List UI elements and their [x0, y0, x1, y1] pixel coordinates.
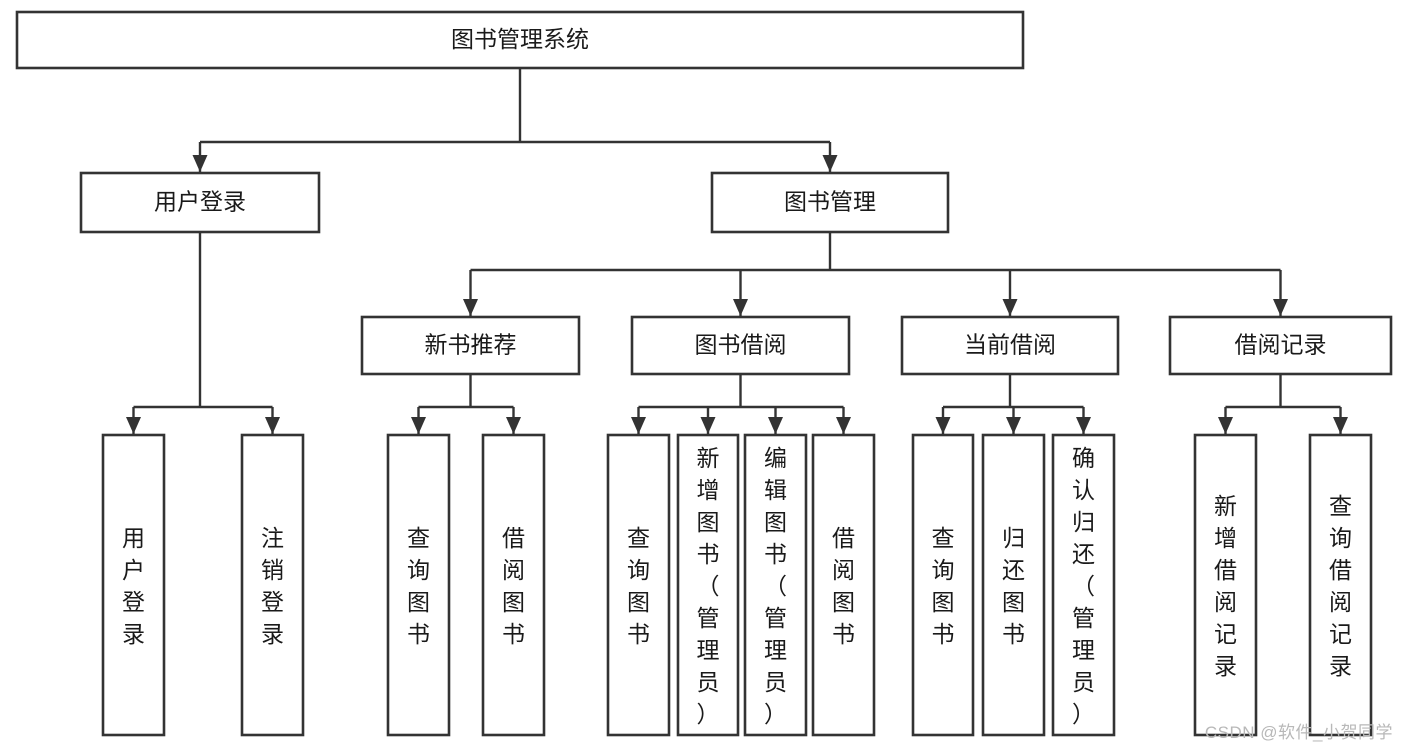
node-leaf-edit-book[interactable]: 编辑图书（管理员） [743, 433, 808, 737]
arrow-head-leaf-borrow-book-1 [506, 417, 521, 434]
node-leaf-return-book[interactable]: 归还图书 [981, 433, 1046, 737]
node-box-leaf-query-record [1308, 433, 1373, 737]
node-box-leaf-logout [240, 433, 305, 737]
node-label-new-book-rec: 新书推荐 [425, 332, 517, 358]
node-leaf-add-record[interactable]: 新增借阅记录 [1193, 433, 1258, 737]
node-box-leaf-add-record [1193, 433, 1258, 737]
node-label-leaf-user-login: 用户登录 [122, 525, 145, 647]
node-label-leaf-add-book: 新增图书（管理员） [697, 445, 720, 727]
node-leaf-query-book-2[interactable]: 查询图书 [606, 433, 671, 737]
node-leaf-query-book-3[interactable]: 查询图书 [911, 433, 975, 737]
node-label-leaf-borrow-book-1: 借阅图书 [502, 525, 525, 647]
node-box-user-login [79, 171, 321, 234]
node-box-leaf-confirm-return [1051, 433, 1116, 737]
node-leaf-query-book-1[interactable]: 查询图书 [386, 433, 451, 737]
node-label-book-borrow: 图书借阅 [695, 332, 787, 358]
node-leaf-borrow-book-2[interactable]: 借阅图书 [811, 433, 876, 737]
nodes-layer: 图书管理系统用户登录图书管理新书推荐图书借阅当前借阅借阅记录用户登录注销登录查询… [15, 10, 1393, 737]
node-borrow-record[interactable]: 借阅记录 [1168, 315, 1393, 376]
node-leaf-logout[interactable]: 注销登录 [240, 433, 305, 737]
node-book-borrow[interactable]: 图书借阅 [630, 315, 851, 376]
node-label-leaf-query-book-2: 查询图书 [627, 525, 650, 647]
arrow-head-leaf-logout [265, 417, 280, 434]
node-box-book-borrow [630, 315, 851, 376]
arrow-head-book-manage [822, 155, 838, 172]
arrow-head-leaf-query-record [1333, 417, 1348, 434]
node-leaf-confirm-return[interactable]: 确认归还（管理员） [1051, 433, 1116, 737]
node-label-leaf-add-record: 新增借阅记录 [1214, 493, 1237, 679]
arrow-head-leaf-query-book-1 [411, 417, 426, 434]
node-user-login[interactable]: 用户登录 [79, 171, 321, 234]
node-box-borrow-record [1168, 315, 1393, 376]
node-box-leaf-borrow-book-1 [481, 433, 546, 737]
arrow-head-leaf-add-record [1218, 417, 1233, 434]
arrow-head-leaf-user-login [126, 417, 141, 434]
node-label-leaf-query-book-3: 查询图书 [932, 525, 955, 647]
arrow-head-user-login [192, 155, 208, 172]
node-root[interactable]: 图书管理系统 [15, 10, 1025, 70]
node-label-leaf-logout: 注销登录 [261, 525, 284, 647]
node-box-current-borrow [900, 315, 1120, 376]
node-label-leaf-borrow-book-2: 借阅图书 [832, 525, 855, 647]
node-label-leaf-return-book: 归还图书 [1002, 525, 1025, 647]
node-label-user-login: 用户登录 [154, 189, 246, 215]
arrow-head-leaf-borrow-book-2 [836, 417, 851, 434]
node-box-leaf-edit-book [743, 433, 808, 737]
node-leaf-query-record[interactable]: 查询借阅记录 [1308, 433, 1373, 737]
node-label-book-manage: 图书管理 [784, 189, 876, 215]
node-label-current-borrow: 当前借阅 [964, 332, 1056, 358]
arrow-head-borrow-record [1273, 299, 1288, 316]
node-box-book-manage [710, 171, 950, 234]
node-box-leaf-borrow-book-2 [811, 433, 876, 737]
node-new-book-rec[interactable]: 新书推荐 [360, 315, 581, 376]
node-box-leaf-query-book-3 [911, 433, 975, 737]
node-box-leaf-add-book [676, 433, 740, 737]
node-label-borrow-record: 借阅记录 [1235, 332, 1327, 358]
node-box-leaf-query-book-1 [386, 433, 451, 737]
arrow-head-leaf-query-book-3 [935, 417, 951, 434]
arrow-head-leaf-add-book [700, 417, 716, 434]
node-box-leaf-user-login [101, 433, 166, 737]
arrow-head-leaf-edit-book [768, 417, 783, 434]
node-box-new-book-rec [360, 315, 581, 376]
node-book-manage[interactable]: 图书管理 [710, 171, 950, 234]
arrow-head-leaf-confirm-return [1076, 417, 1091, 434]
node-leaf-add-book[interactable]: 新增图书（管理员） [676, 433, 740, 737]
node-label-leaf-confirm-return: 确认归还（管理员） [1072, 445, 1095, 727]
node-leaf-borrow-book-1[interactable]: 借阅图书 [481, 433, 546, 737]
arrow-head-new-book-rec [463, 299, 478, 316]
node-label-leaf-query-book-1: 查询图书 [407, 525, 430, 647]
node-label-root: 图书管理系统 [451, 26, 589, 52]
arrow-head-leaf-query-book-2 [631, 417, 646, 434]
arrow-head-leaf-return-book [1006, 417, 1021, 434]
arrow-head-book-borrow [733, 299, 748, 316]
connectors-layer [126, 68, 1348, 434]
node-label-leaf-query-record: 查询借阅记录 [1329, 493, 1352, 679]
node-box-root [15, 10, 1025, 70]
node-label-leaf-edit-book: 编辑图书（管理员） [764, 445, 787, 727]
arrow-head-current-borrow [1002, 299, 1018, 316]
node-leaf-user-login[interactable]: 用户登录 [101, 433, 166, 737]
node-box-leaf-return-book [981, 433, 1046, 737]
node-current-borrow[interactable]: 当前借阅 [900, 315, 1120, 376]
node-box-leaf-query-book-2 [606, 433, 671, 737]
